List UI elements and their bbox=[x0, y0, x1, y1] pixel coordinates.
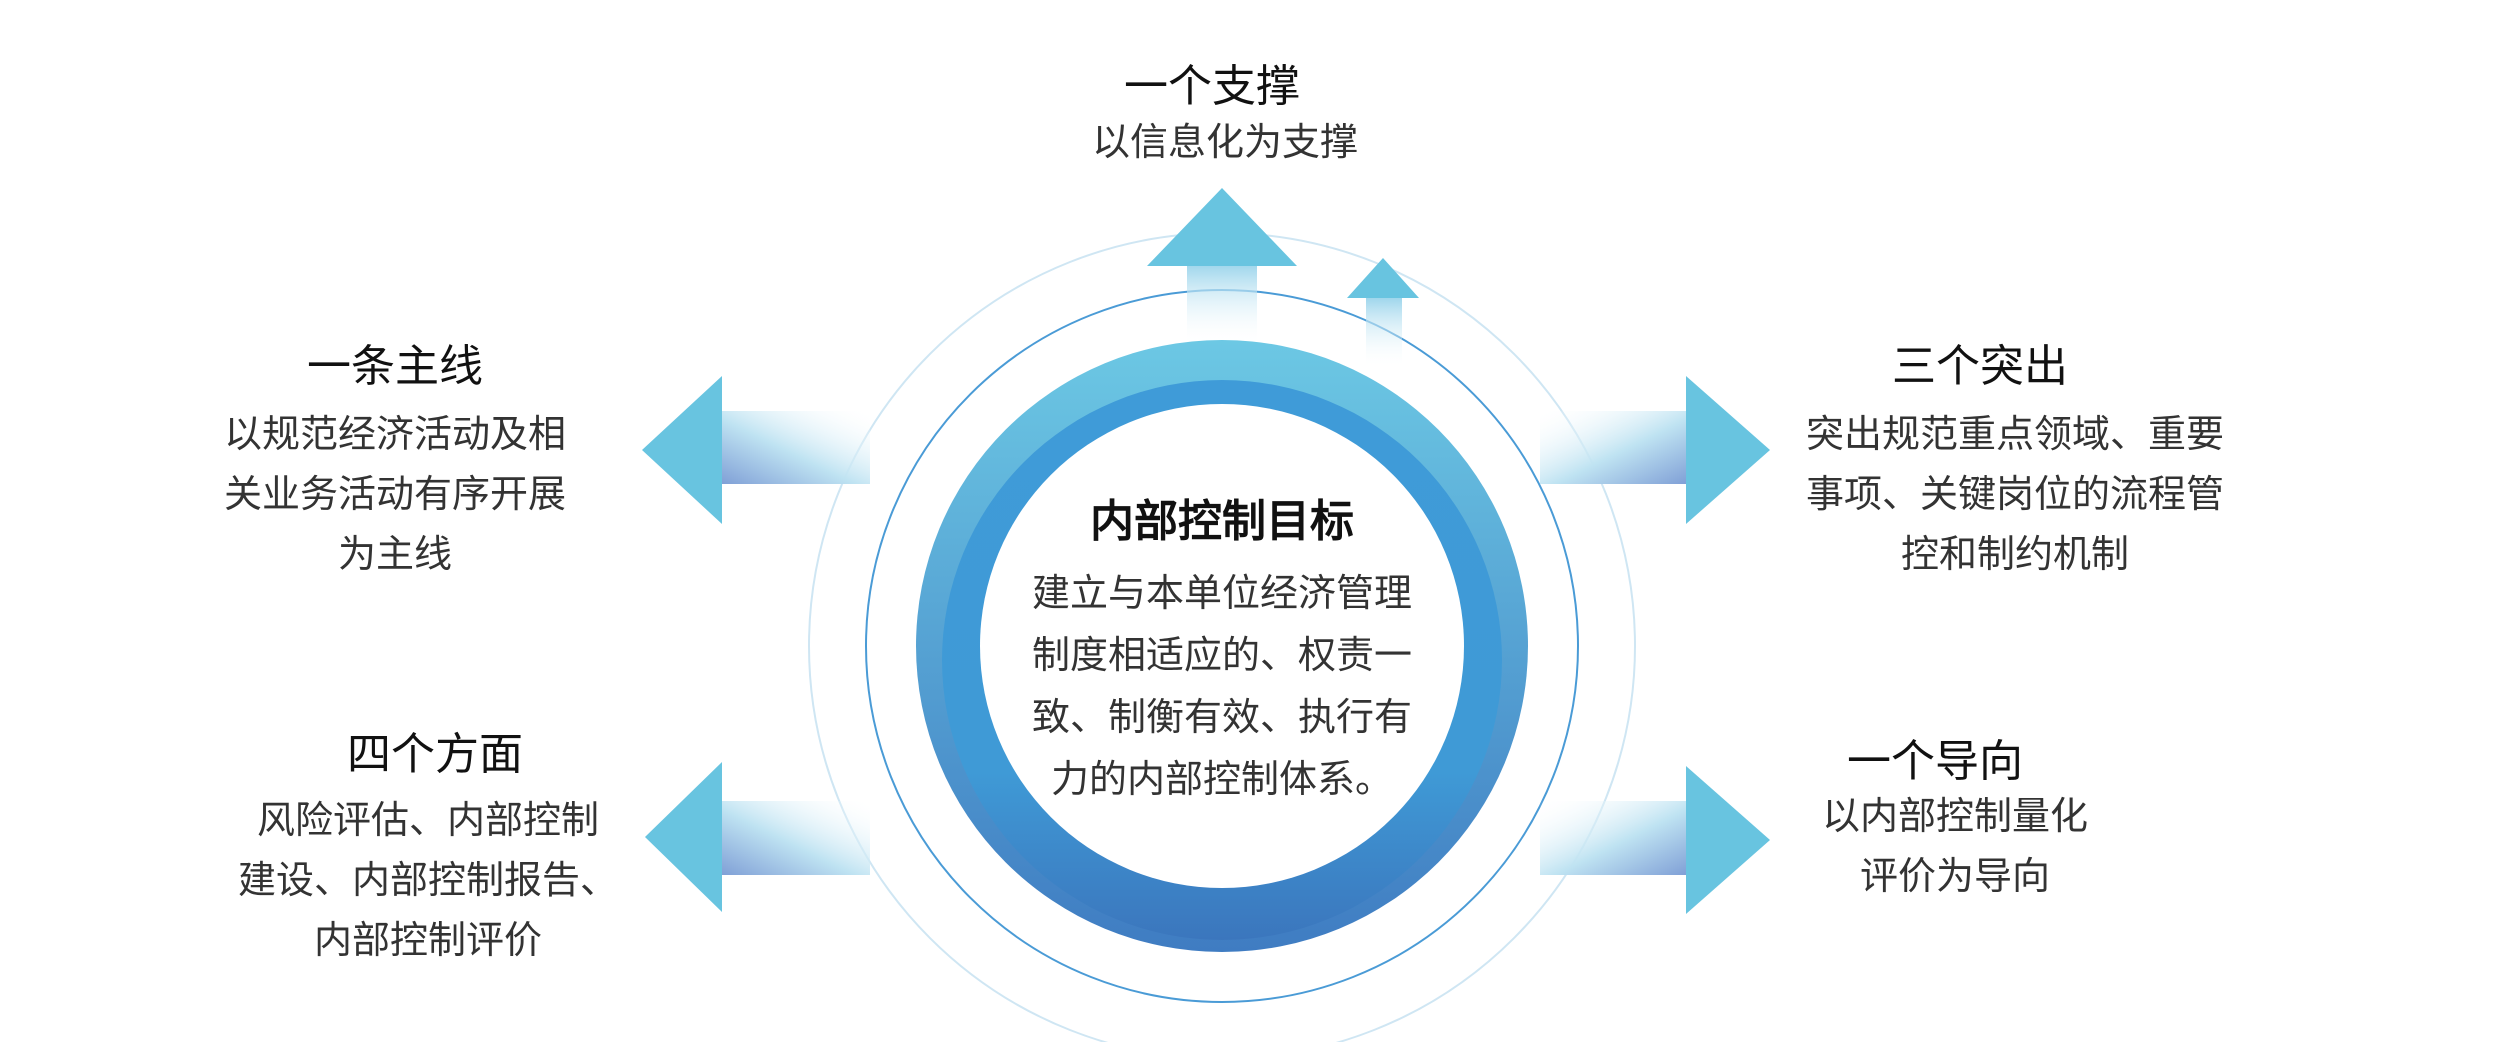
left-bottom-title: 四个方面 bbox=[347, 729, 523, 780]
left-top-desc: 以规范经济活动及相 关业务活动有序开展 为主线 bbox=[224, 404, 566, 584]
arrow-right-bottom bbox=[1540, 766, 1770, 914]
center-desc-line: 制度相适应的、权责一 bbox=[1031, 633, 1413, 677]
center-desc-line: 力的内部控制体系。 bbox=[1050, 757, 1394, 801]
top-desc: 以信息化为支撑 bbox=[1092, 112, 1358, 172]
top-title: 一个支撑 bbox=[1124, 61, 1300, 112]
right-top-desc-line: 突出规范重点领域、重要 bbox=[1805, 412, 2225, 456]
center-title: 内部控制目标 bbox=[1090, 496, 1354, 547]
left-bottom-desc-line: 建设、内部控制报告、 bbox=[237, 858, 619, 902]
right-bottom-desc-line: 评价为导向 bbox=[1859, 854, 2051, 898]
left-bottom-desc-line: 内部控制评价 bbox=[313, 918, 543, 962]
right-bottom-desc: 以内部控制量化 评价为导向 bbox=[1822, 786, 2088, 906]
right-top-desc-line: 事项、关键岗位的流程管 bbox=[1805, 472, 2225, 516]
left-top-desc-line: 以规范经济活动及相 bbox=[223, 412, 567, 456]
right-top-title: 三个突出 bbox=[1892, 341, 2068, 392]
right-bottom-desc-line: 以内部控制量化 bbox=[1821, 794, 2089, 838]
arrow-up-small bbox=[1347, 258, 1419, 368]
center-desc-line: 致、制衡有效、执行有 bbox=[1031, 695, 1413, 739]
left-top-desc-line: 关业务活动有序开展 bbox=[223, 472, 567, 516]
center-ring bbox=[916, 340, 1528, 952]
arrow-up-large bbox=[1147, 188, 1297, 345]
top-desc-line: 以信息化为支撑 bbox=[1091, 120, 1359, 164]
left-top-desc-line: 为主线 bbox=[337, 532, 453, 576]
arrow-left-top bbox=[642, 376, 870, 524]
left-top-title: 一条主线 bbox=[307, 341, 483, 392]
right-bottom-title: 一个导向 bbox=[1847, 736, 2023, 787]
center-desc-line: 建立与本单位经济管理 bbox=[1031, 571, 1413, 615]
arrow-right-top bbox=[1540, 376, 1770, 524]
left-bottom-desc-line: 风险评估、内部控制 bbox=[256, 798, 600, 842]
left-bottom-desc: 风险评估、内部控制 建设、内部控制报告、 内部控制评价 bbox=[238, 790, 618, 970]
center-desc: 建立与本单位经济管理 制度相适应的、权责一 致、制衡有效、执行有 力的内部控制体… bbox=[1032, 562, 1412, 810]
right-top-desc-line: 控和制约机制 bbox=[1900, 532, 2130, 576]
arrow-left-bottom bbox=[645, 762, 870, 912]
right-top-desc: 突出规范重点领域、重要 事项、关键岗位的流程管 控和制约机制 bbox=[1806, 404, 2224, 584]
